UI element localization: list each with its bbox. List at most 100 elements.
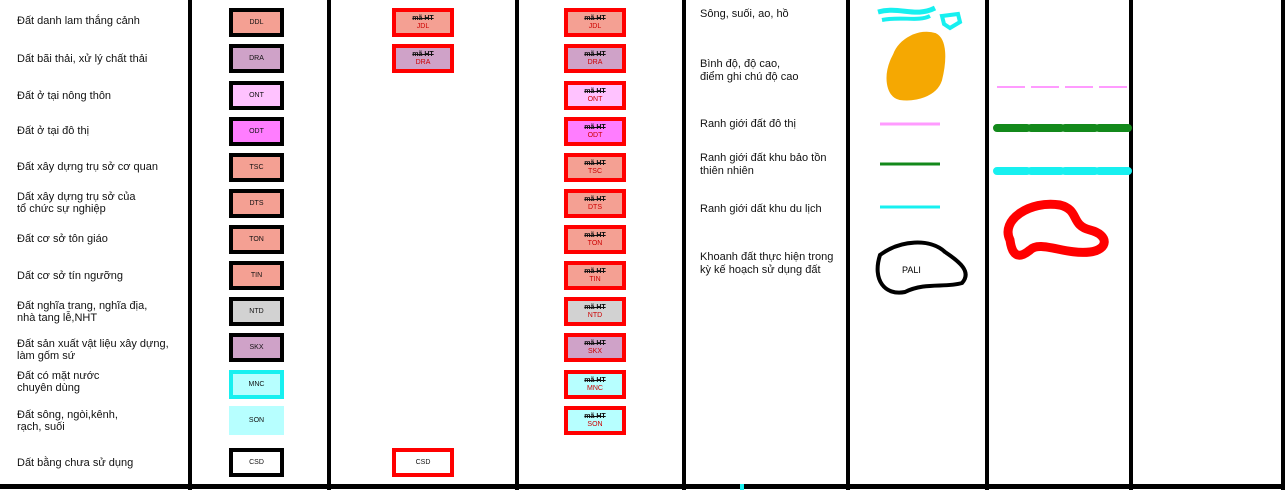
plan-top-code: mã HT (584, 339, 606, 347)
code-box: TON (229, 225, 284, 254)
column-divider (682, 0, 686, 490)
legend-note: PALI (902, 265, 921, 275)
code-box: SON (229, 406, 284, 435)
row-label-line: Đất sông, ngòi,kênh, (17, 409, 118, 421)
legend-note: 13, (922, 62, 935, 72)
plan-code: SKX (587, 347, 602, 355)
row-label: Dất bằng chưa sử dụng (17, 457, 182, 469)
row-label: Đất ở tại nông thôn (17, 90, 182, 102)
plan-top-code: mã HT (584, 159, 606, 167)
plan-top-code: mã HT (412, 50, 434, 58)
column-divider (515, 0, 519, 490)
legend-label-line: Bình độ, độ cao, (700, 58, 781, 70)
code-box: ODT (229, 117, 284, 146)
plan-top-code: mã HT (584, 412, 606, 420)
column-divider (1281, 0, 1285, 490)
code-box: TIN (229, 261, 284, 290)
plan-code: DRA (587, 58, 603, 66)
legend-label: Ranh giới đất đô thị (700, 118, 840, 131)
row-label: Dất cơ sở tín ngưỡng (17, 270, 182, 282)
column-divider (985, 0, 989, 490)
plan-code: SON (587, 420, 603, 428)
row-label-line: Dất bãi thải, xử lý chất thải (17, 53, 148, 65)
code-box: MNC (229, 370, 284, 399)
legend-label-line: Ranh giới đất đô thị (700, 118, 796, 130)
plan-code: JDL (588, 22, 602, 30)
legend-label-line: Ranh giới dất khu du lịch (700, 203, 822, 215)
plan-plot-symbol (1003, 199, 1109, 260)
column-divider (188, 0, 192, 490)
code-box: DTS (229, 189, 284, 218)
column-divider (1129, 0, 1133, 490)
plan-top-code: mã HT (584, 195, 606, 203)
row-label-line: Đất ở tại nông thôn (17, 90, 112, 102)
code-box: TSC (229, 153, 284, 182)
plan-top-code: mã HT (584, 123, 606, 131)
row-label-line: Dất bằng chưa sử dụng (17, 457, 134, 469)
legend-label: Ranh giới dất khu du lịch (700, 203, 840, 216)
row-label-line: Đất xây dựng trụ sở cơ quan (17, 161, 159, 173)
row-label-line: Dất cơ sở tín ngưỡng (17, 270, 124, 282)
row-label: Đất nghĩa trang, nghĩa địa,nhà tang lễ,N… (17, 300, 182, 324)
plan-code: TIN (589, 275, 601, 283)
row-label: Đất ở tại đô thị (17, 125, 182, 137)
plan-top-code: mã HT (412, 14, 434, 22)
row-label-line: tổ chức sự nghiệp (17, 203, 106, 215)
plan-top-code: mã HT (584, 231, 606, 239)
row-label-line: làm gốm sứ (17, 350, 76, 362)
legend-label-line: điểm ghi chú độ cao (700, 71, 799, 83)
row-label: Đất xây dựng trụ sở cơ quan (17, 161, 182, 173)
legend-label: Bình độ, độ cao,điểm ghi chú độ cao (700, 58, 840, 84)
code-box: ONT (229, 81, 284, 110)
plan-top-code: mã HT (584, 267, 606, 275)
row-label-line: rạch, suối (17, 421, 65, 433)
row-label-line: Đất cơ sở tôn giáo (17, 233, 108, 245)
river-symbol-2 (881, 14, 931, 22)
plan-top-code: mã HT (584, 14, 606, 22)
row-label-line: Đất danh lam thắng cảnh (17, 15, 140, 27)
legend-label-line: thiên nhiên (700, 165, 754, 177)
plan-code: MNC (587, 384, 603, 392)
plan-top-code: mã HT (584, 376, 606, 384)
bottom-border (0, 484, 1285, 489)
plan-code: TON (587, 239, 603, 247)
plan-code: CSD (415, 458, 431, 466)
legend-label-line: Ranh giới đất khu bảo tồn (700, 152, 827, 164)
code-box: SKX (229, 333, 284, 362)
plan-top-code: mã HT (584, 87, 606, 95)
row-label-line: chuyên dùng (17, 382, 80, 394)
river-symbol (877, 5, 937, 15)
plan-code: NTD (587, 311, 603, 319)
plan-top-code: mã HT (584, 303, 606, 311)
contour-symbol (886, 31, 946, 101)
plan-code: ODT (587, 131, 603, 139)
column-divider (327, 0, 331, 490)
plan-code: DRA (415, 58, 431, 66)
row-label-line: nhà tang lễ,NHT (17, 312, 98, 324)
row-label: Đất danh lam thắng cảnh (17, 15, 182, 27)
legend-label-line: Khoanh đất thực hiện trong (700, 251, 834, 263)
row-label-line: Đất ở tại đô thị (17, 125, 90, 137)
row-label-line: Đất sản xuất vật liệu xây dựng, (17, 338, 169, 350)
plan-code: TSC (588, 167, 602, 175)
row-label: Đất sông, ngòi,kênh,rạch, suối (17, 409, 182, 433)
plan-code: JDL (416, 22, 430, 30)
code-box: CSD (229, 448, 284, 477)
plan-code-box: CSD (392, 448, 454, 477)
legend-label-line: kỳ kế hoạch sử dụng đất (700, 264, 821, 276)
